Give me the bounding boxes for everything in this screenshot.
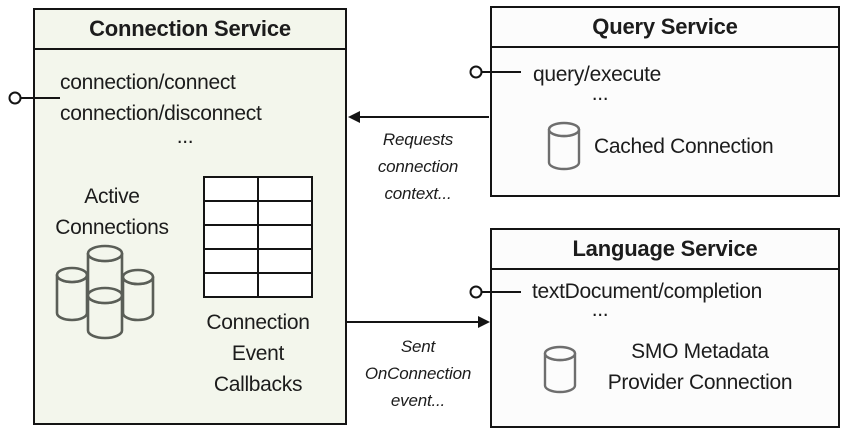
method-textdocument-completion: textDocument/completion [532, 280, 763, 303]
sent-arrow [347, 316, 490, 328]
language-service-box: Language Service [490, 228, 840, 428]
method-connection-connect: connection/connect [60, 71, 236, 94]
table-cell [258, 225, 312, 249]
requests-label-line2: connection [377, 157, 459, 176]
language-methods-ellipsis: ... [591, 298, 609, 321]
sent-onconnection-event-label: Sent OnConnection event... [348, 333, 488, 414]
requests-label-line3: context... [384, 184, 452, 203]
requests-connection-context-label: Requests connection context... [348, 126, 488, 207]
language-service-title: Language Service [492, 230, 838, 270]
connection-event-callbacks-label: Connection Event Callbacks [183, 307, 333, 400]
sent-label-line2: OnConnection [364, 364, 472, 383]
connection-methods-ellipsis: ... [176, 125, 194, 148]
query-service-title: Query Service [492, 8, 838, 48]
active-connections-label: Active Connections [32, 181, 192, 243]
connection-service-title: Connection Service [35, 10, 345, 50]
smo-provider-connection-label: SMO Metadata Provider Connection [585, 336, 815, 398]
requests-label-line1: Requests [382, 130, 454, 149]
table-cell [258, 249, 312, 273]
arrowhead-right-icon [478, 316, 490, 328]
smo-label-line1: SMO Metadata [631, 340, 769, 363]
table-cell [258, 273, 312, 297]
table-cell [204, 177, 258, 201]
sent-label-line1: Sent [400, 337, 436, 356]
method-query-execute: query/execute [533, 63, 662, 86]
arrowhead-left-icon [348, 111, 360, 123]
method-connection-disconnect: connection/disconnect [60, 102, 262, 125]
interface-circle-icon [469, 285, 483, 299]
interface-circle-icon [8, 91, 22, 105]
callbacks-table [203, 176, 313, 298]
query-methods-ellipsis: ... [591, 82, 609, 105]
smo-label-line2: Provider Connection [607, 371, 793, 394]
callbacks-label-line1: Connection [206, 311, 310, 334]
interface-circle-icon [469, 65, 483, 79]
requests-arrow [348, 111, 489, 123]
table-cell [258, 177, 312, 201]
query-service-box: Query Service [490, 6, 840, 197]
active-connections-label-line2: Connections [55, 216, 169, 239]
callbacks-label-line3: Callbacks [213, 373, 303, 396]
table-cell [204, 249, 258, 273]
active-connections-label-line1: Active [84, 185, 140, 208]
cached-connection-label: Cached Connection [594, 135, 774, 158]
table-cell [204, 273, 258, 297]
callbacks-label-line2: Event [231, 342, 285, 365]
table-cell [204, 201, 258, 225]
sent-label-line3: event... [390, 391, 446, 410]
table-cell [258, 201, 312, 225]
table-cell [204, 225, 258, 249]
